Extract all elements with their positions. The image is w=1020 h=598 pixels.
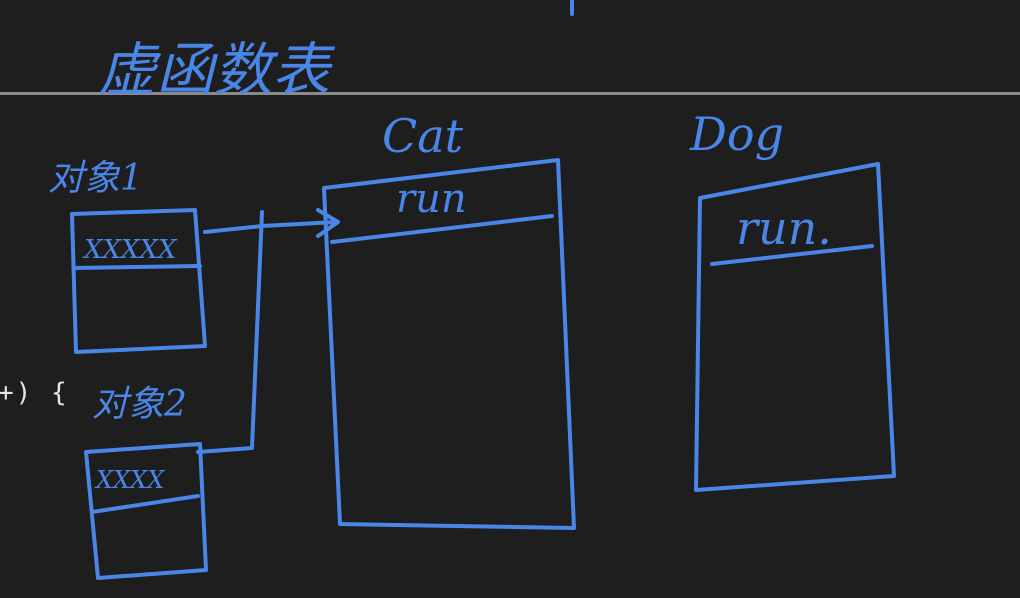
- cat-table-label: Cat: [382, 109, 464, 163]
- object2-slot: XXXX: [94, 466, 165, 494]
- dog-table-divider: [710, 244, 874, 266]
- dog-table-box: [694, 162, 896, 492]
- object1-label: 对象1: [48, 158, 143, 199]
- cat-table-entry: run: [396, 176, 467, 222]
- object2-label: 对象2: [92, 384, 187, 425]
- object2-box: [84, 442, 208, 580]
- vtable-title: 虚函数表: [98, 36, 336, 104]
- object1-box: [70, 208, 207, 354]
- object1-slot: XXXXX: [82, 235, 178, 265]
- dog-table-entry: run.: [736, 201, 832, 255]
- dog-table-label: Dog: [689, 107, 784, 161]
- cat-table-box: [322, 158, 576, 530]
- object1-pointer: [203, 220, 338, 234]
- cat-table-divider: [330, 214, 554, 244]
- code-fragment: +) {: [0, 378, 69, 408]
- object2-divider: [90, 494, 200, 514]
- object2-pointer: [196, 210, 264, 454]
- editor-divider: [0, 92, 1020, 95]
- object1-divider: [72, 264, 202, 270]
